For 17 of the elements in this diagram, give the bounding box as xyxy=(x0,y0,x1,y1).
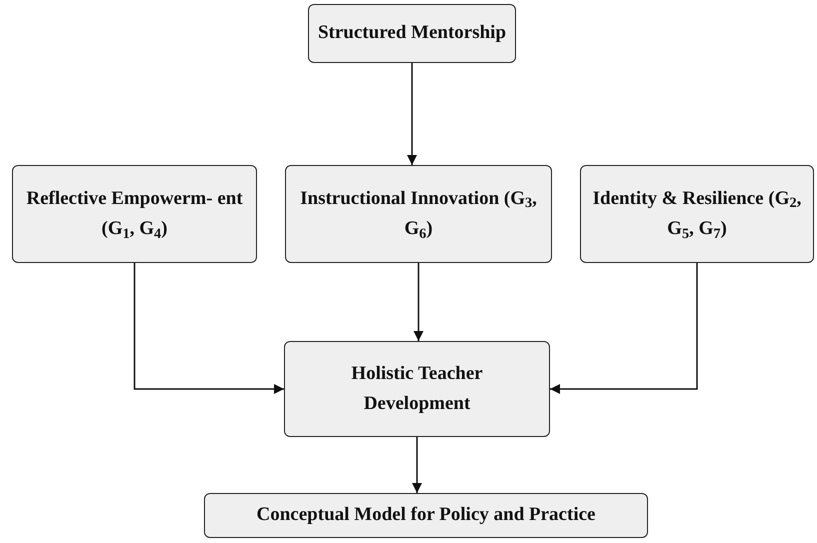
arrow xyxy=(550,263,698,394)
process-box xyxy=(308,4,516,63)
process-box xyxy=(284,341,550,437)
process-box xyxy=(204,493,648,538)
box-label: Reflective Empowerm- ent (G$_{1}$, G$_{4}$) xyxy=(25,186,244,244)
arrow xyxy=(412,437,422,493)
process-box xyxy=(12,165,257,263)
arrow xyxy=(414,263,424,341)
box-label: Holistic Teacher Development xyxy=(350,362,484,416)
arrow xyxy=(407,63,417,165)
box-label: Instructional Innovation (G$_{3}$, G$_{6}$) xyxy=(299,186,538,244)
process-box xyxy=(580,165,814,263)
box-label: Structured Mentorship xyxy=(318,21,506,46)
arrow xyxy=(134,263,284,394)
box-label: Conceptual Model for Policy and Practice xyxy=(256,503,596,528)
process-box xyxy=(285,165,552,263)
box-label: Identity & Resilience (G$_{2}$, G$_{5}$, G$_{7}$) xyxy=(592,186,802,244)
